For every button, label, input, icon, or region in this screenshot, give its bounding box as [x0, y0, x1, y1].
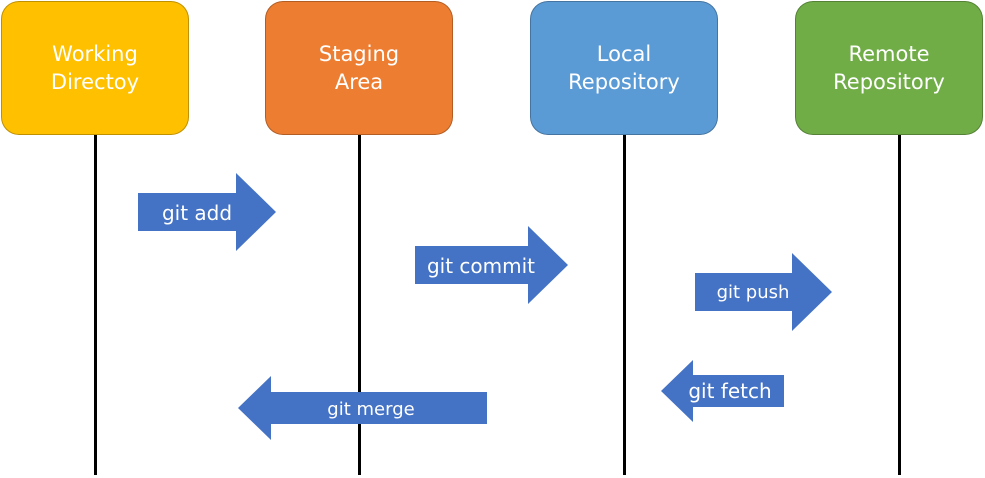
git-push-label: git push [717, 282, 790, 303]
git-commit-label: git commit [427, 254, 535, 278]
staging-area-box: Staging Area [265, 1, 453, 135]
working-directory-lifeline [94, 135, 97, 475]
git-merge-label: git merge [327, 399, 414, 420]
remote-repository-label: Remote Repository [833, 42, 945, 94]
git-add-label: git add [162, 201, 232, 225]
git-add-arrow: git add [138, 173, 276, 251]
remote-repository-box: Remote Repository [795, 1, 983, 135]
git-fetch-label: git fetch [688, 379, 771, 403]
git-commit-arrow: git commit [415, 226, 568, 304]
working-directory-label: Working Directoy [50, 42, 140, 94]
git-merge-arrow: git merge [238, 376, 487, 440]
local-repository-lifeline [623, 135, 626, 475]
remote-repository-lifeline [898, 135, 901, 475]
git-fetch-arrow: git fetch [661, 360, 784, 422]
local-repository-box: Local Repository [530, 1, 718, 135]
staging-area-lifeline [358, 135, 361, 475]
staging-area-label: Staging Area [318, 42, 400, 94]
git-push-arrow: git push [695, 253, 832, 331]
local-repository-label: Local Repository [568, 42, 680, 94]
working-directory-box: Working Directoy [1, 1, 189, 135]
